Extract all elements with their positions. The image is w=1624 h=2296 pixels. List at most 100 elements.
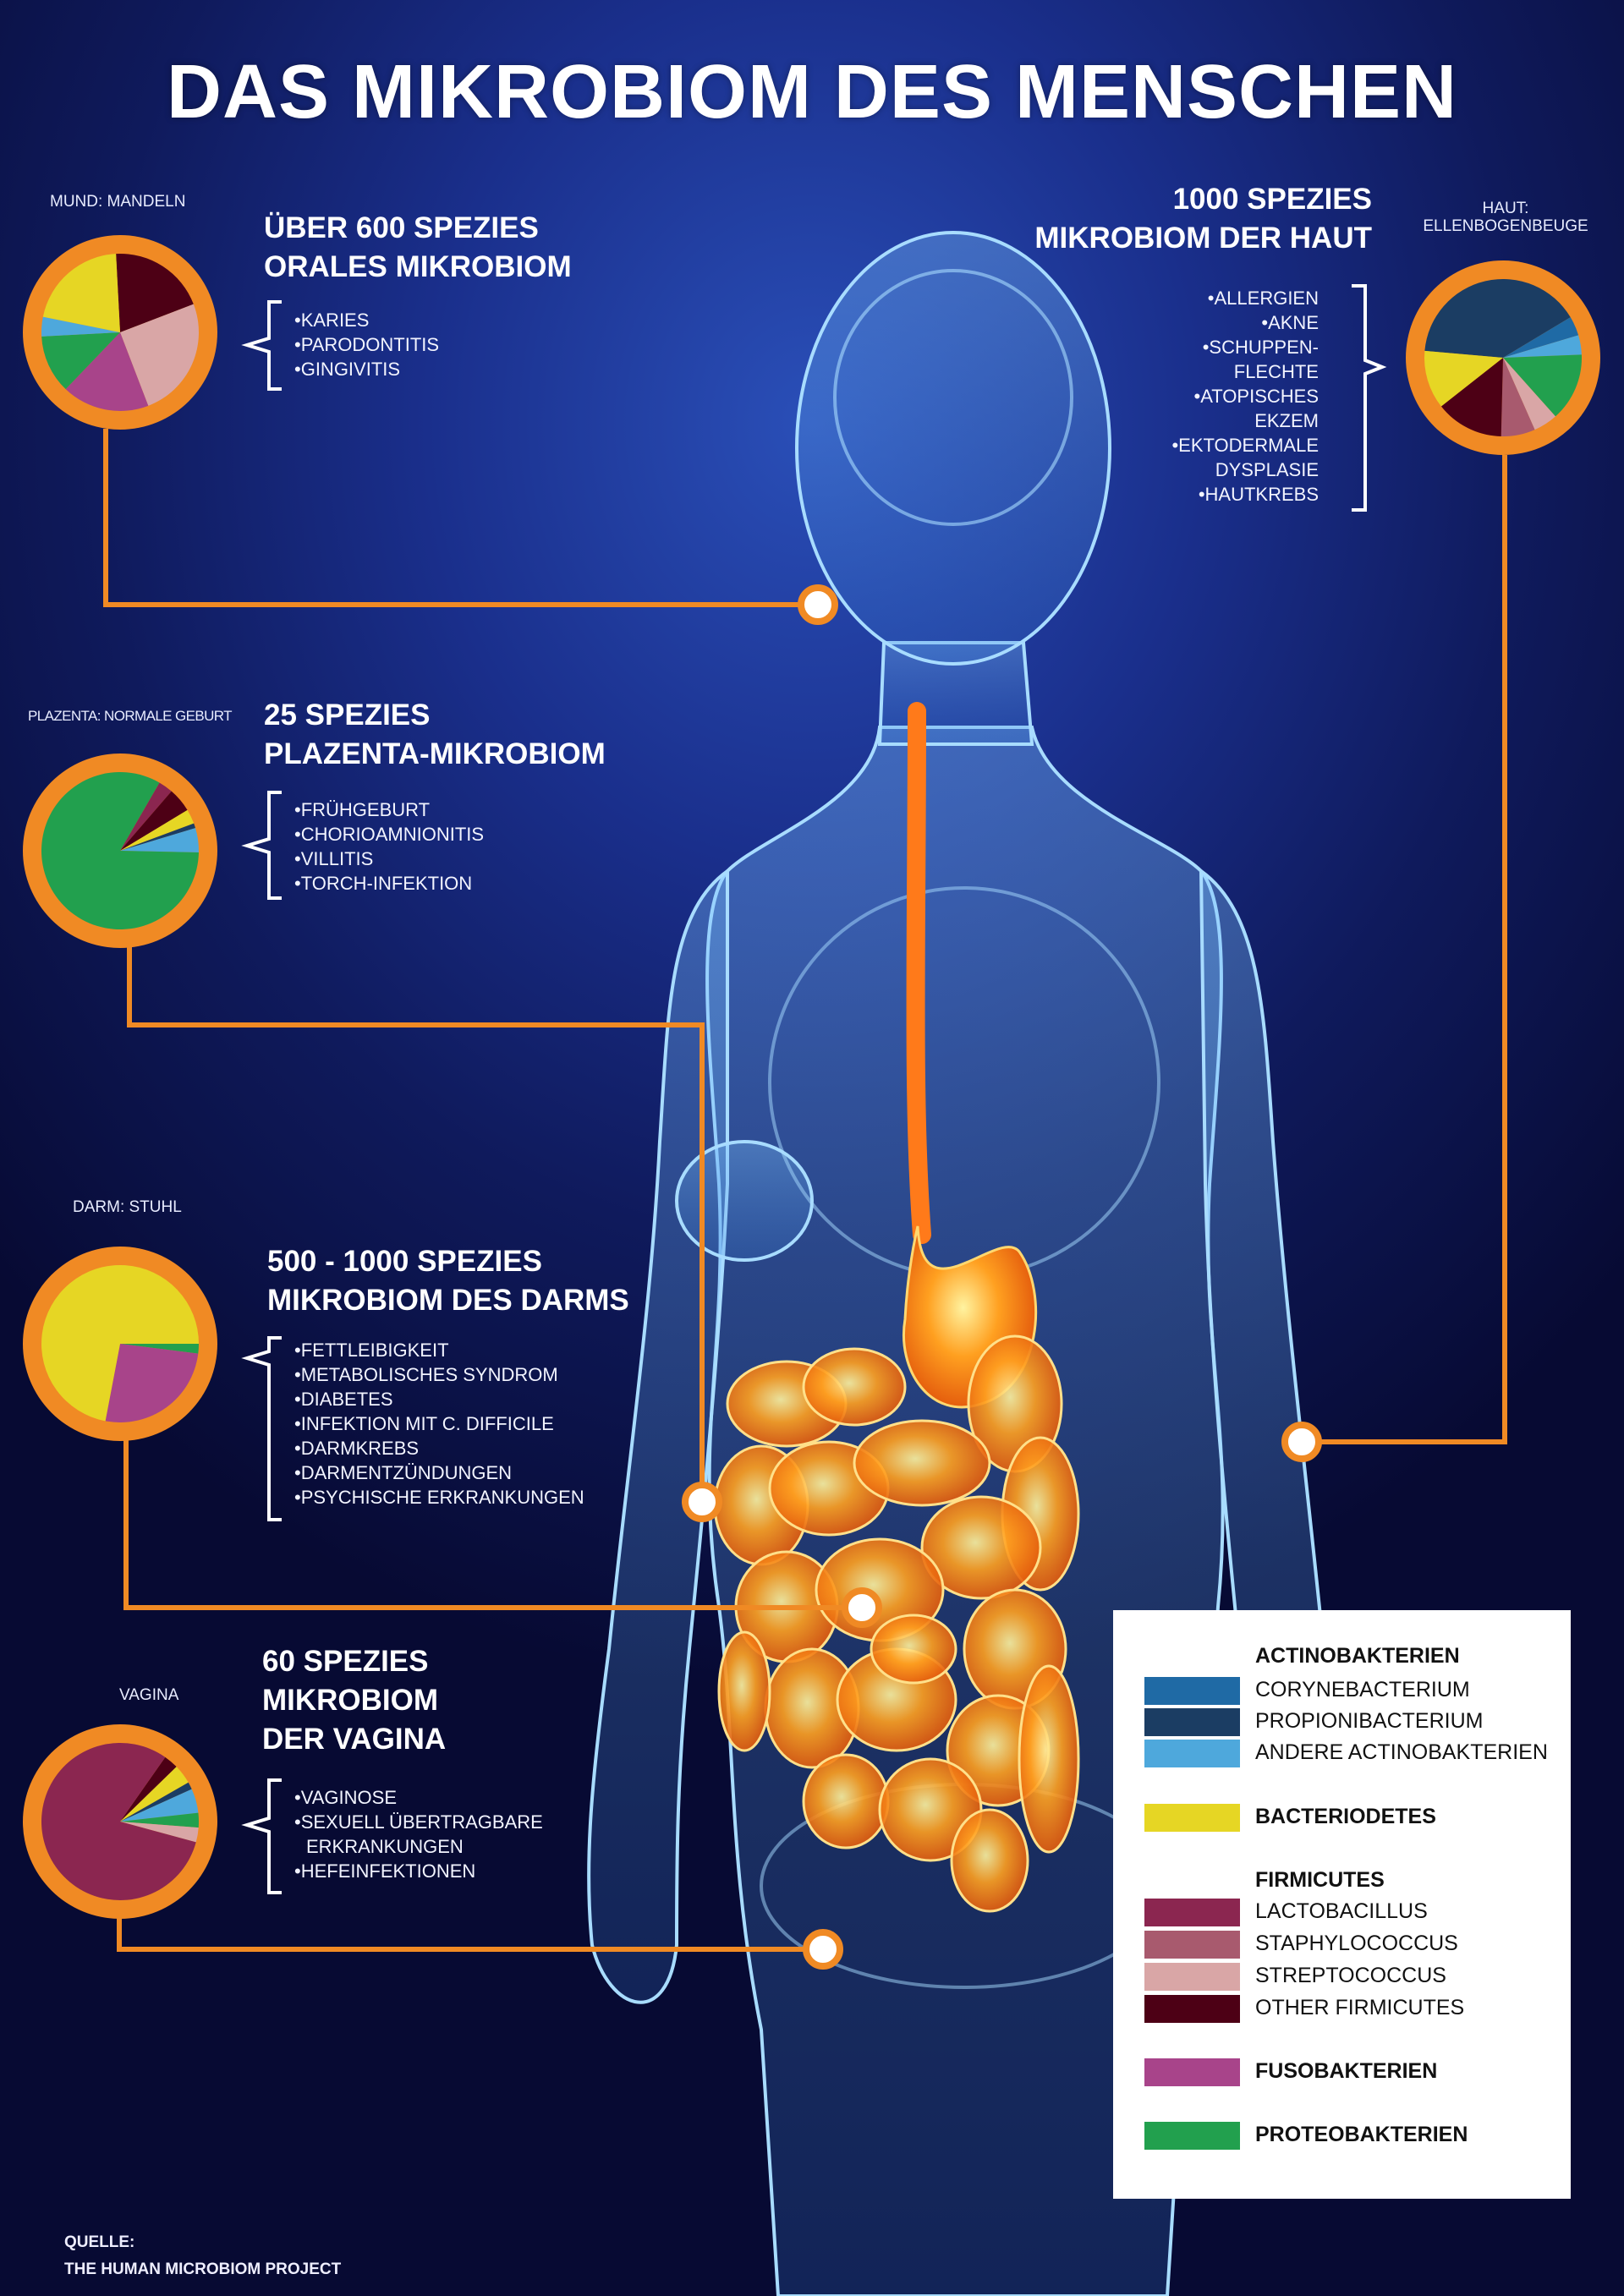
body-breast (675, 1140, 814, 1262)
pie-slice-other-firmicutes (116, 254, 194, 332)
condition-item: FRÜHGEBURT (294, 797, 484, 822)
condition-item: PSYCHISCHE ERKRANKUNGEN (294, 1485, 584, 1510)
heading-vagina-line1: 60 SPEZIES (262, 1645, 429, 1678)
marker-plazenta[interactable] (682, 1482, 722, 1522)
pie-slice-bacteriodetes (120, 1767, 189, 1822)
site-label-plazenta: PLAZENTA: NORMALE GEBURT (28, 708, 233, 724)
legend-label-corynebacterium: CORYNEBACTERIUM (1255, 1678, 1470, 1701)
connectors (103, 429, 1507, 1952)
connector-haut (1320, 455, 1507, 1444)
pie-slice-proteobakterien (1503, 354, 1582, 417)
condition-item: KARIES (294, 308, 439, 332)
pie-slice-bacteriodetes (1424, 350, 1503, 407)
pie-slice-bacteriodetes (42, 254, 121, 332)
condition-item: CHORIOAMNIONITIS (294, 822, 484, 847)
condition-item: METABOLISCHES SYNDROM (294, 1362, 584, 1387)
legend-group-actinobakterien: ACTINOBAKTERIEN (1255, 1644, 1460, 1668)
condition-item: AKNE (1171, 310, 1319, 335)
location-markers (682, 584, 1322, 1970)
condition-item-continued: ERKRANKUNGEN (294, 1834, 543, 1859)
legend-group-proteobakterien: PROTEOBAKTERIEN (1255, 2123, 1468, 2146)
pie-slice-corynebacterium (1503, 317, 1579, 358)
legend-swatch-lactobacillus (1144, 1899, 1240, 1926)
heading-mund-line1: ÜBER 600 SPEZIES (264, 211, 539, 244)
page-title: DAS MIKROBIOM DES MENSCHEN (166, 50, 1458, 134)
pie-darm (23, 1247, 217, 1441)
pie-slice-proteobakterien (41, 771, 199, 930)
source-credit: QUELLE: THE HUMAN MICROBIOM PROJECT (64, 2229, 341, 2283)
site-label-darm: DARM: STUHL (73, 1198, 182, 1216)
condition-item: FETTLEIBIGKEIT (294, 1338, 584, 1362)
heading-mund-line2: ORALES MIKROBIOM (264, 250, 572, 283)
pie-slice-propionibacterium (1424, 278, 1571, 358)
condition-item: VILLITIS (294, 847, 484, 871)
intestines (713, 1334, 1080, 1913)
condition-item: DARMENTZÜNDUNGEN (294, 1460, 584, 1485)
pie-slice-andere-actinobakterien (1503, 335, 1582, 358)
site-label-vagina: VAGINA (119, 1686, 179, 1704)
bracket-vagina (241, 1778, 282, 1894)
pie-slice-other-firmicutes (120, 1756, 177, 1822)
condition-item-continued: DYSPLASIE (1171, 458, 1319, 482)
pie-slice-staphylococcus (1501, 358, 1535, 436)
connector-darm (123, 1439, 843, 1610)
esophagus (906, 702, 931, 1244)
condition-item: SEXUELL ÜBERTRAGBARE (294, 1810, 543, 1834)
condition-item: SCHUPPEN- (1171, 335, 1319, 359)
condition-item: INFEKTION MIT C. DIFFICILE (294, 1411, 584, 1436)
legend-swatch-propionibacterium (1144, 1708, 1240, 1736)
condition-item: HEFEINFEKTIONEN (294, 1859, 543, 1883)
legend-box: ACTINOBAKTERIEN CORYNEBACTERIUM PROPIONI… (1113, 1610, 1571, 2199)
heading-plazenta-line2: PLAZENTA-MIKROBIOM (264, 737, 606, 770)
condition-item: TORCH-INFEKTION (294, 871, 484, 896)
heading-darm: 500 - 1000 SPEZIES MIKROBIOM DES DARMS (267, 1242, 629, 1320)
pie-vagina (23, 1724, 217, 1919)
condition-text: DYSPLASIE (1215, 459, 1319, 480)
pie-slice-andere-actinobakterien (41, 316, 120, 337)
conditions-list-mund: KARIES PARODONTITIS GINGIVITIS (294, 308, 439, 381)
marker-darm[interactable] (842, 1587, 882, 1628)
bracket-haut (1352, 284, 1387, 512)
heading-vagina-line2: MIKROBIOM (262, 1684, 439, 1717)
condition-text: FLECHTE (1233, 361, 1319, 382)
legend-swatch-streptococcus (1144, 1963, 1240, 1991)
intestine-loop (870, 1614, 957, 1685)
pie-slice-proteobakterien (120, 1812, 199, 1828)
pie-slice-other-firmicutes (1440, 358, 1503, 436)
condition-item: EKTODERMALE (1171, 433, 1319, 458)
pie-slice-fusobakterien (65, 332, 149, 411)
site-label-mund: MUND: MANDELN (50, 193, 186, 211)
conditions-list-vagina: VAGINOSE SEXUELL ÜBERTRAGBARE ERKRANKUNG… (294, 1785, 543, 1883)
pie-slice-bacteriodetes (41, 1264, 199, 1422)
legend-swatch-corynebacterium (1144, 1677, 1240, 1705)
pie-slice-proteobakterien (41, 332, 120, 390)
pie-slice-proteobakterien (120, 1344, 199, 1354)
connector-plazenta (127, 946, 705, 1483)
pie-haut (1406, 260, 1600, 455)
marker-mund[interactable] (798, 584, 838, 625)
intestine-loop (853, 1419, 991, 1507)
site-label-haut-line2: ELLENBOGENBEUGE (1423, 217, 1588, 235)
digestive-tract (713, 702, 1080, 1913)
intestine-loop (802, 1347, 907, 1427)
conditions-list-haut: ALLERGIEN AKNE SCHUPPEN- FLECHTE ATOPISC… (1171, 286, 1319, 507)
legend-swatch-bacteriodetes (1144, 1804, 1240, 1832)
pie-slice-andere-actinobakterien (120, 1789, 199, 1822)
legend-label-other-firmicutes: OTHER FIRMICUTES (1255, 1996, 1465, 2019)
legend-swatch-other-firmicutes (1144, 1995, 1240, 2023)
connector-vagina (117, 1918, 804, 1952)
legend-swatch-fusobakterien (1144, 2058, 1240, 2086)
bracket-mund (241, 300, 282, 391)
condition-item: DARMKREBS (294, 1436, 584, 1460)
legend-group-bacteriodetes: BACTERIODETES (1255, 1805, 1436, 1828)
body-left-arm (587, 868, 729, 2004)
pie-slice-streptococcus (120, 304, 199, 406)
marker-haut[interactable] (1281, 1422, 1322, 1462)
pie-charts (23, 235, 1600, 1919)
brackets (241, 284, 1387, 1894)
condition-item: GINGIVITIS (294, 357, 439, 381)
heading-darm-line2: MIKROBIOM DES DARMS (267, 1284, 629, 1317)
legend-group-fusobakterien: FUSOBAKTERIEN (1255, 2059, 1438, 2083)
marker-vagina[interactable] (803, 1929, 843, 1970)
